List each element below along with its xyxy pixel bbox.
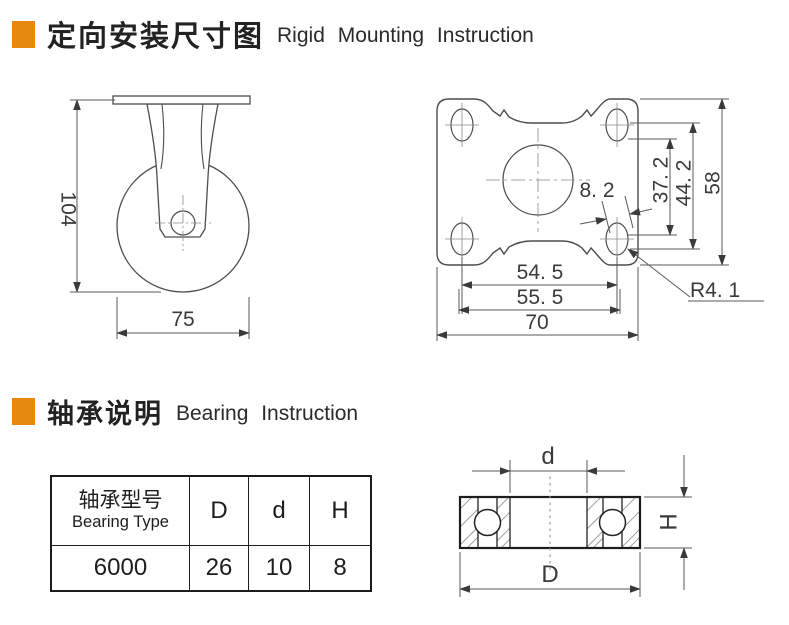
dim-slot-width: 8. 2 bbox=[579, 179, 614, 202]
radius-leader bbox=[627, 248, 691, 298]
dim-bolt-span-outer: 55. 5 bbox=[517, 286, 564, 309]
bullet-rect bbox=[12, 398, 35, 425]
dim-104-lines bbox=[70, 99, 161, 293]
dim-corner-radius: R4. 1 bbox=[690, 279, 740, 302]
dim-d-lines bbox=[472, 460, 625, 493]
bearing-section-drawing: d D H bbox=[458, 443, 692, 597]
bearing-spec-table: 轴承型号 Bearing Type D d H 6000 26 10 8 bbox=[50, 475, 372, 592]
label-height: H bbox=[655, 513, 682, 530]
dim-plate-width: 70 bbox=[525, 311, 548, 334]
dim-right-lines bbox=[628, 98, 729, 266]
center-hole-centerlines bbox=[486, 128, 590, 232]
dim-75-lines bbox=[116, 297, 250, 339]
cell-D: 26 bbox=[189, 544, 249, 592]
header-col-H: H bbox=[309, 475, 372, 546]
dim-overall-height: 104 bbox=[56, 191, 79, 226]
table-header-row: 轴承型号 Bearing Type D d H bbox=[50, 475, 372, 546]
label-outer-diameter: D bbox=[541, 561, 558, 588]
section-title-mounting: 定向安装尺寸图 Rigid Mounting Instruction bbox=[12, 13, 534, 55]
slot-centerlines bbox=[445, 103, 634, 261]
top-plate bbox=[112, 95, 251, 105]
ball-right bbox=[598, 508, 627, 537]
fork-inner-lines bbox=[160, 103, 205, 170]
hatch-lines bbox=[459, 496, 641, 549]
dim-8-2-lines bbox=[579, 195, 653, 234]
bearing-title-zh: 轴承说明 bbox=[47, 399, 163, 429]
bullet-rect bbox=[12, 20, 35, 48]
dim-span-inner: 37. 2 bbox=[650, 157, 673, 204]
dim-span-outer: 44. 2 bbox=[673, 160, 696, 207]
orange-bullet-icon bbox=[12, 398, 35, 425]
bearing-title-en: Bearing Instruction bbox=[176, 401, 359, 425]
orange-bullet-icon bbox=[12, 20, 35, 48]
header-bearing-type-en: Bearing Type bbox=[72, 513, 169, 532]
plate-top-view-drawing: 8. 2 37. 2 44. 2 58 R4. 1 54. 5 55. 5 70 bbox=[436, 98, 764, 341]
dim-bolt-span: 54. 5 bbox=[517, 261, 564, 284]
header-bearing-type-zh: 轴承型号 bbox=[78, 489, 163, 513]
dim-plate-height: 58 bbox=[702, 171, 725, 194]
header-col-d: d bbox=[248, 475, 310, 546]
mounting-title-zh: 定向安装尺寸图 bbox=[47, 21, 265, 53]
dim-D-lines bbox=[459, 552, 641, 597]
axle-centerlines bbox=[155, 195, 211, 251]
label-inner-diameter: d bbox=[541, 443, 554, 470]
dim-H-lines bbox=[644, 455, 692, 590]
table-data-row: 6000 26 10 8 bbox=[50, 544, 372, 592]
ball-left bbox=[473, 508, 502, 537]
header-bearing-type: 轴承型号 Bearing Type bbox=[50, 475, 190, 546]
fork-outline bbox=[146, 103, 219, 238]
cell-model: 6000 bbox=[50, 544, 190, 592]
cell-H: 8 bbox=[309, 544, 372, 592]
plate-outline bbox=[436, 98, 639, 266]
caster-side-view-drawing: 104 75 bbox=[56, 95, 251, 339]
header-col-D: D bbox=[189, 475, 249, 546]
dim-bottom-lines bbox=[436, 257, 639, 341]
section-title-bearing: 轴承说明 Bearing Instruction bbox=[12, 392, 358, 431]
dim-wheel-diameter: 75 bbox=[171, 308, 194, 331]
cell-d: 10 bbox=[248, 544, 310, 592]
mounting-title-en: Rigid Mounting Instruction bbox=[277, 24, 534, 47]
